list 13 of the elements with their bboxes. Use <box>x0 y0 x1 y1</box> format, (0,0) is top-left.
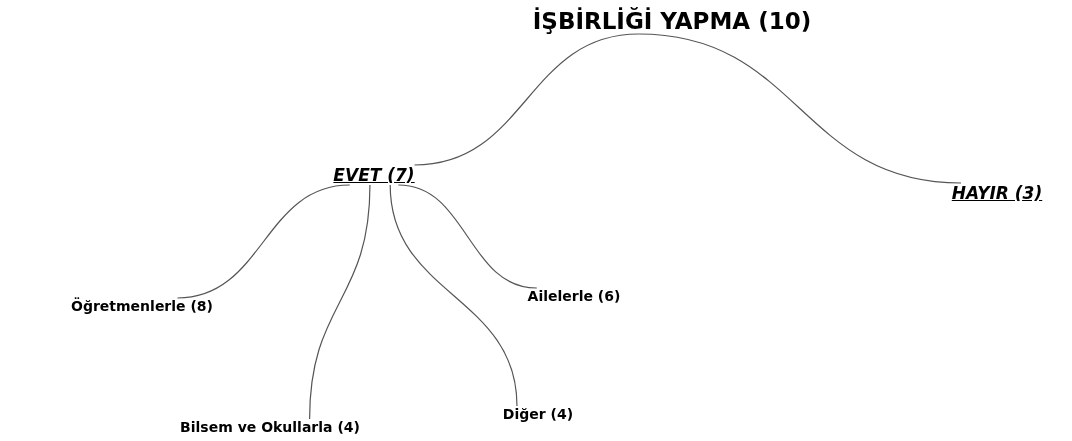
branch-label: Bilsem ve Okullarla (4) <box>180 419 360 435</box>
curved-connector <box>389 184 518 407</box>
branch-label: EVET (7) <box>333 165 415 185</box>
branch-label: Ailelerle (6) <box>527 288 621 304</box>
curved-connector <box>176 184 351 299</box>
root-heading: İŞBİRLİĞİ YAPMA (10) <box>532 8 812 34</box>
branch-label: HAYIR (3) <box>951 183 1043 203</box>
curved-connector <box>397 184 538 289</box>
curved-connector <box>638 33 962 184</box>
curved-connector <box>309 184 371 420</box>
branch-label: Diğer (4) <box>502 406 574 422</box>
branch-label: Öğretmenlerle (8) <box>71 298 213 314</box>
curved-connector <box>413 33 640 166</box>
